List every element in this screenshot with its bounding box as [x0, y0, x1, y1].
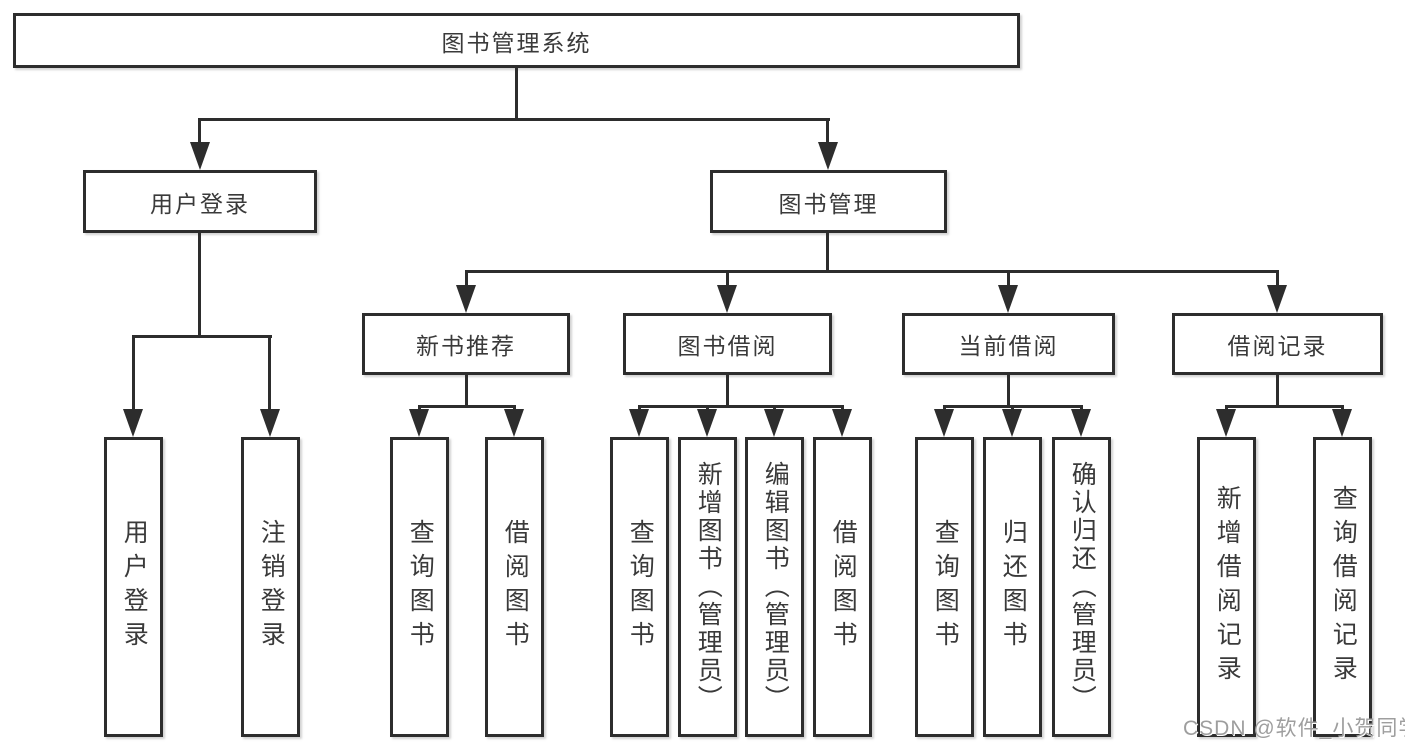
- arrowhead-down-icon: [818, 142, 838, 170]
- connector-vline: [773, 405, 776, 411]
- arrowhead-down-icon: [190, 142, 210, 170]
- node-root: 图书管理系统: [13, 13, 1020, 68]
- arrowhead-down-icon: [934, 409, 954, 437]
- leaf-edit-book-admin: 编辑图书（管理员）: [745, 437, 804, 737]
- arrowhead-down-icon: [764, 409, 784, 437]
- arrowhead-down-icon: [629, 409, 649, 437]
- connector-vline: [1007, 270, 1010, 285]
- leaf-user-login-label: 用户登录: [120, 519, 149, 655]
- connector-hline: [132, 335, 272, 338]
- connector-vline: [638, 405, 641, 411]
- node-user-login-label: 用户登录: [150, 190, 250, 217]
- leaf-query-borrow-record: 查询借阅记录: [1313, 437, 1372, 737]
- connector-hline: [465, 270, 1279, 273]
- arrowhead-down-icon: [832, 409, 852, 437]
- leaf-add-borrow-record: 新增借阅记录: [1197, 437, 1256, 737]
- arrowhead-down-icon: [697, 409, 717, 437]
- connector-hline: [418, 405, 515, 408]
- leaf-borrow-books-borrow-label: 借阅图书: [829, 519, 858, 655]
- leaf-add-borrow-record-label: 新增借阅记录: [1213, 485, 1242, 689]
- arrowhead-down-icon: [504, 409, 524, 437]
- node-current-borrow-label: 当前借阅: [958, 333, 1059, 359]
- connector-hline: [1225, 405, 1343, 408]
- connector-vline: [465, 373, 468, 405]
- node-new-book-recommend: 新书推荐: [362, 313, 570, 375]
- connector-vline: [706, 405, 709, 411]
- connector-hline: [638, 405, 844, 408]
- watermark: CSDN @软件_小贺同学: [1183, 717, 1405, 740]
- arrowhead-down-icon: [1071, 409, 1091, 437]
- arrowhead-down-icon: [717, 285, 737, 313]
- leaf-edit-book-admin-label: 编辑图书（管理员）: [761, 461, 790, 713]
- connector-vline: [826, 118, 829, 142]
- leaf-query-books-current-label: 查询图书: [931, 519, 960, 655]
- node-current-borrow: 当前借阅: [902, 313, 1115, 375]
- leaf-confirm-return-admin: 确认归还（管理员）: [1052, 437, 1111, 737]
- arrowhead-down-icon: [409, 409, 429, 437]
- connector-vline: [1011, 405, 1014, 411]
- node-borrow-records-label: 借阅记录: [1227, 333, 1328, 359]
- leaf-query-books-recommend: 查询图书: [390, 437, 449, 737]
- node-borrow-records: 借阅记录: [1172, 313, 1383, 375]
- arrowhead-down-icon: [260, 409, 280, 437]
- node-book-management: 图书管理: [710, 170, 947, 233]
- leaf-logout: 注销登录: [241, 437, 300, 737]
- arrowhead-down-icon: [123, 409, 143, 437]
- node-book-management-label: 图书管理: [778, 190, 879, 217]
- leaf-logout-label: 注销登录: [257, 519, 286, 655]
- leaf-add-book-admin-label: 新增图书（管理员）: [694, 461, 723, 713]
- connector-vline: [1225, 405, 1228, 411]
- connector-vline: [1276, 270, 1279, 285]
- leaf-query-borrow-record-label: 查询借阅记录: [1329, 485, 1358, 689]
- leaf-borrow-books-recommend-label: 借阅图书: [501, 519, 530, 655]
- node-book-borrow-label: 图书借阅: [677, 333, 778, 359]
- connector-vline: [198, 231, 201, 335]
- connector-vline: [726, 373, 729, 405]
- connector-vline: [726, 270, 729, 285]
- connector-vline: [418, 405, 421, 411]
- leaf-return-book: 归还图书: [983, 437, 1042, 737]
- leaf-return-book-label: 归还图书: [999, 519, 1028, 655]
- node-root-label: 图书管理系统: [441, 29, 592, 56]
- leaf-user-login: 用户登录: [104, 437, 163, 737]
- arrowhead-down-icon: [1002, 409, 1022, 437]
- leaf-query-books-recommend-label: 查询图书: [406, 519, 435, 655]
- connector-vline: [198, 118, 201, 142]
- node-new-book-recommend-label: 新书推荐: [416, 333, 516, 359]
- arrowhead-down-icon: [456, 285, 476, 313]
- connector-vline: [268, 335, 271, 409]
- node-book-borrow: 图书借阅: [623, 313, 832, 375]
- leaf-query-books-borrow: 查询图书: [610, 437, 669, 737]
- connector-vline: [943, 405, 946, 411]
- leaf-query-books-current: 查询图书: [915, 437, 974, 737]
- connector-vline: [515, 66, 518, 118]
- connector-vline: [1007, 373, 1010, 405]
- arrowhead-down-icon: [1216, 409, 1236, 437]
- leaf-add-book-admin: 新增图书（管理员）: [678, 437, 737, 737]
- arrowhead-down-icon: [1332, 409, 1352, 437]
- connector-vline: [1080, 405, 1083, 411]
- connector-hline: [199, 118, 830, 121]
- connector-vline: [132, 335, 135, 409]
- connector-vline: [1341, 405, 1344, 411]
- arrowhead-down-icon: [1267, 285, 1287, 313]
- leaf-borrow-books-borrow: 借阅图书: [813, 437, 872, 737]
- leaf-query-books-borrow-label: 查询图书: [626, 519, 655, 655]
- connector-vline: [513, 405, 516, 411]
- arrowhead-down-icon: [998, 285, 1018, 313]
- leaf-borrow-books-recommend: 借阅图书: [485, 437, 544, 737]
- connector-vline: [826, 231, 829, 270]
- connector-vline: [1276, 373, 1279, 405]
- leaf-confirm-return-admin-label: 确认归还（管理员）: [1068, 461, 1097, 713]
- connector-vline: [841, 405, 844, 411]
- connector-vline: [465, 270, 468, 285]
- node-user-login: 用户登录: [83, 170, 317, 233]
